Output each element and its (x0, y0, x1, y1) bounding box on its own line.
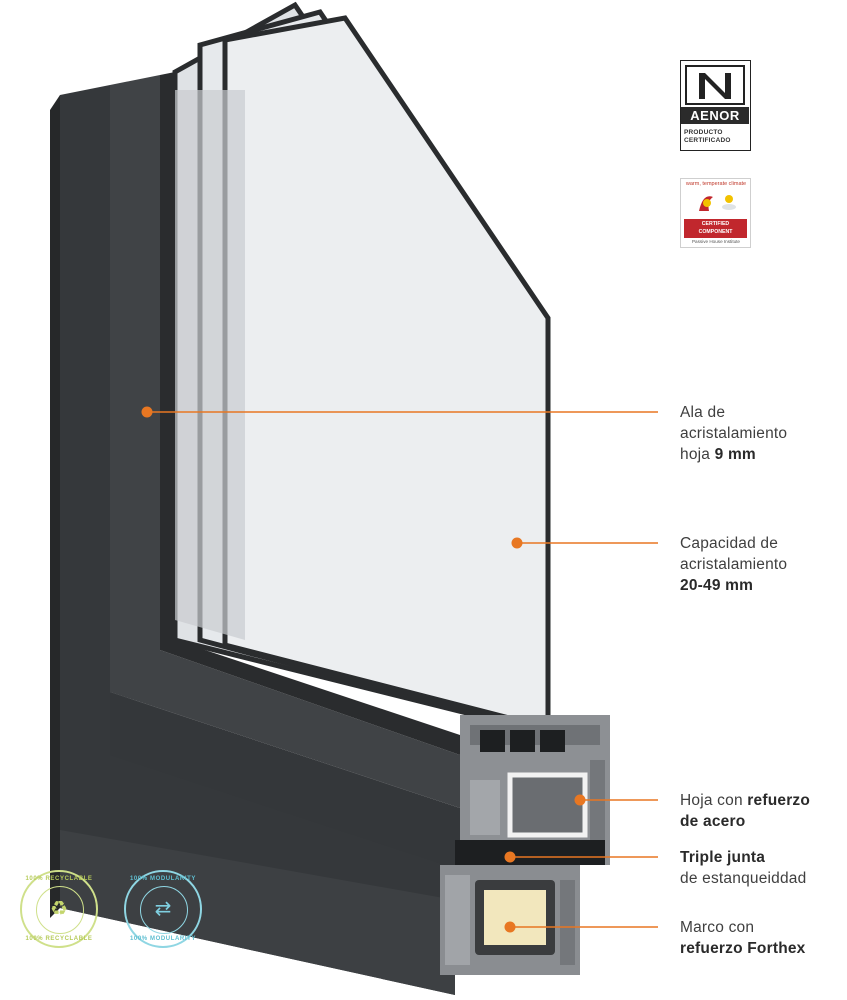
glass-pane-front (222, 15, 551, 732)
callout-bold-text: refuerzo (747, 792, 811, 809)
callout-text: acristalamiento (680, 556, 788, 573)
callout-line: acristalamiento (680, 554, 787, 575)
callout-glazing-wing: Ala de acristalamiento hoja 9 mm (680, 402, 787, 465)
modularity-text-top: 100% MODULARITY (129, 876, 196, 882)
callout-bold-text: 9 mm (714, 446, 756, 463)
callout-line: Hoja con refuerzo (680, 790, 810, 811)
passive-house-mark-icon (699, 195, 736, 211)
callout-leaders (147, 411, 658, 928)
phi-band-line-1: CERTIFIED (701, 221, 730, 227)
callout-line: 20-49 mm (680, 575, 787, 596)
callout-text: Marco con (680, 919, 755, 936)
callout-text: de estanqueiddad (680, 870, 807, 887)
phi-band-line-2: COMPONENT (698, 229, 733, 235)
callout-text: Ala de (680, 404, 726, 421)
callout-glazing-capacity: Capacidad de acristalamiento 20-49 mm (680, 533, 787, 596)
frame-profile-section (440, 865, 580, 975)
phi-climate-text: warm, temperate climate (685, 181, 747, 187)
phi-certified-band: CERTIFIED COMPONENT (684, 219, 747, 238)
sash-bottom-face (110, 692, 460, 870)
recyclable-badge: 100% RECYCLABLE ♻ 100% RECYCLABLE (20, 870, 98, 948)
callout-text: Capacidad de (680, 535, 779, 552)
gasket-middle (455, 840, 605, 865)
callout-line: acristalamiento (680, 423, 787, 444)
callout-text: Hoja con (680, 792, 748, 809)
aenor-wordmark: AENOR (681, 107, 749, 124)
callout-line: Capacidad de (680, 533, 787, 554)
modularity-icon: ⇄ (154, 898, 172, 920)
callout-line: refuerzo Forthex (680, 938, 806, 959)
recyclable-text-bottom: 100% RECYCLABLE (25, 936, 93, 942)
callout-text: acristalamiento (680, 425, 788, 442)
recyclable-inner-ring (36, 886, 84, 934)
recyclable-text-top: 100% RECYCLABLE (25, 876, 93, 882)
modularity-inner-ring (140, 886, 188, 934)
phi-institute-text: Passive House Institute (691, 239, 740, 244)
callout-bold-text: Triple junta (680, 849, 766, 866)
callout-line: Marco con (680, 917, 806, 938)
callout-text: hoja (680, 446, 715, 463)
aenor-sub-2: CERTIFICADO (684, 137, 731, 144)
callout-line: de estanqueiddad (680, 868, 806, 889)
glass-shadow (175, 90, 245, 640)
callout-bold-text: de acero (680, 813, 746, 830)
sash-left-bar (110, 75, 460, 808)
callout-dots (141, 406, 586, 933)
callout-triple-gasket: Triple junta de estanqueiddad (680, 847, 806, 889)
recycle-icon: ♻ (50, 898, 68, 920)
aenor-sub-1: PRODUCTO (684, 129, 723, 136)
modularity-badge: 100% MODULARITY ⇄ 100% MODULARITY (124, 870, 202, 948)
callout-line: Triple junta (680, 847, 806, 868)
passive-house-logo: warm, temperate climate CERTIFIED COMPON… (680, 178, 751, 248)
callout-line: Ala de (680, 402, 787, 423)
frame-outer-side (50, 95, 60, 918)
callout-line: hoja 9 mm (680, 444, 787, 465)
callout-bold-text: refuerzo Forthex (680, 940, 806, 957)
callout-line: de acero (680, 811, 810, 832)
aenor-n-mark-icon (685, 65, 745, 105)
callout-bold-text: 20-49 mm (680, 577, 754, 594)
modularity-text-bottom: 100% MODULARITY (129, 936, 196, 942)
aenor-logo: AENOR PRODUCTO CERTIFICADO (680, 60, 751, 151)
callout-forthex-frame: Marco con refuerzo Forthex (680, 917, 806, 959)
